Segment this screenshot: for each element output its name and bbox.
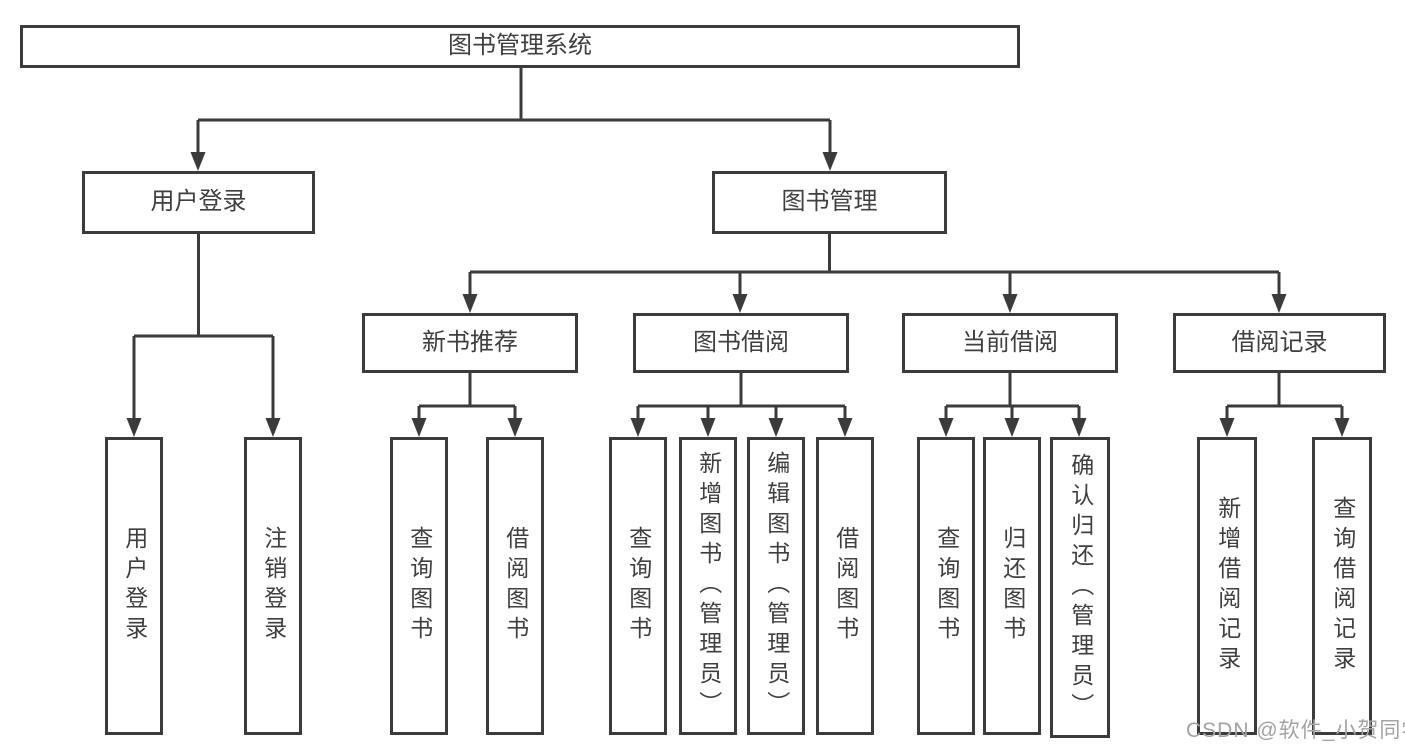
leaf-edit-books-admin: 编辑图书（管理员）: [747, 437, 805, 735]
leaf-query-books-2: 查询图书: [609, 437, 667, 735]
node-new-book-recommend: 新书推荐: [362, 313, 578, 373]
leaf-logout-login: 注销登录: [244, 437, 302, 735]
node-book-borrow: 图书借阅: [633, 313, 849, 373]
node-user-login: 用户登录: [82, 171, 315, 234]
leaf-query-borrow-record: 查询借阅记录: [1312, 437, 1372, 735]
leaf-add-books-admin: 新增图书（管理员）: [679, 437, 737, 735]
node-book-management: 图书管理: [712, 171, 947, 234]
leaf-confirm-return-admin: 确认归还（管理员）: [1050, 437, 1110, 738]
leaf-borrow-books-1: 借阅图书: [486, 437, 544, 735]
leaf-query-books-3: 查询图书: [917, 437, 975, 735]
node-borrow-records: 借阅记录: [1173, 313, 1386, 373]
csdn-watermark: CSDN @软件_小贺同学: [1186, 719, 1405, 742]
node-library-system: 图书管理系统: [20, 25, 1020, 68]
leaf-return-books: 归还图书: [983, 437, 1041, 735]
leaf-user-login: 用户登录: [105, 437, 163, 735]
leaf-query-books-1: 查询图书: [390, 437, 448, 735]
node-current-borrow: 当前借阅: [902, 313, 1118, 373]
leaf-add-borrow-record: 新增借阅记录: [1197, 437, 1257, 735]
leaf-borrow-books-2: 借阅图书: [816, 437, 874, 735]
